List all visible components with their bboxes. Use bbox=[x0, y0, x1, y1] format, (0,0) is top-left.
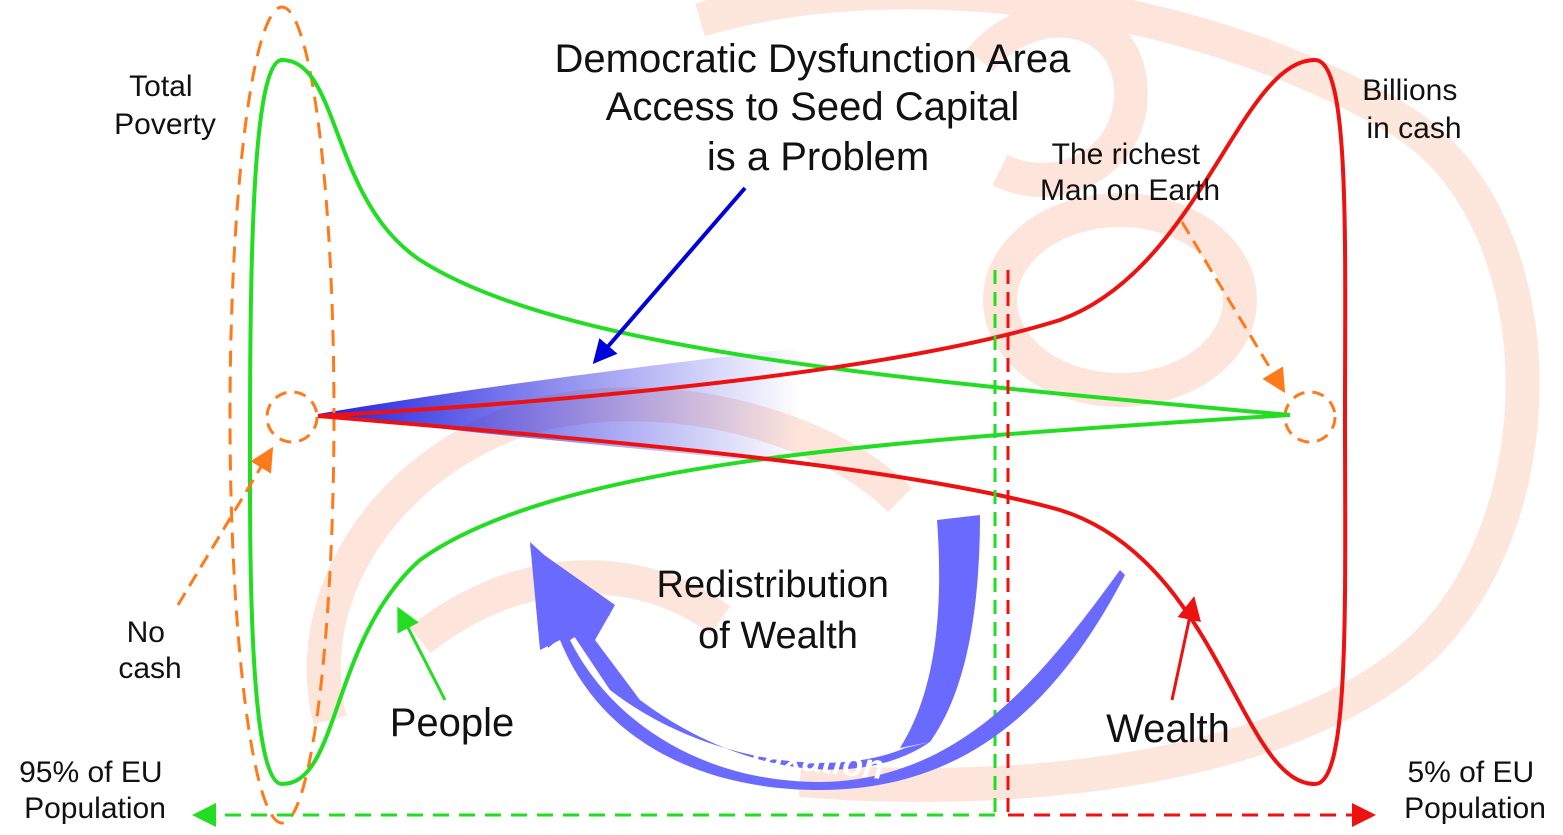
people-label: People bbox=[390, 701, 515, 745]
people-curve bbox=[248, 57, 1291, 787]
left-population-label: 95% of EU Population bbox=[19, 756, 171, 825]
no-cash-pointer bbox=[176, 446, 274, 606]
richest-man-circle bbox=[1283, 390, 1337, 444]
dysfunction-pointer-arrow bbox=[592, 186, 747, 365]
redistribution-band bbox=[900, 515, 980, 748]
right-population-label: 5% of EU Population bbox=[1404, 756, 1546, 825]
people-pointer bbox=[397, 606, 447, 701]
wealth-label: Wealth bbox=[1106, 707, 1230, 751]
diagram-title: Democratic Dysfunction Area Access to Se… bbox=[555, 37, 1082, 179]
billions-in-cash-label: Billions in cash bbox=[1362, 74, 1465, 145]
redistribution-label: Redistribution of Wealth bbox=[657, 564, 900, 657]
title-line-2: Access to Seed Capital bbox=[606, 85, 1020, 129]
wealth-pointer bbox=[1170, 596, 1201, 701]
no-cash-label: No cash bbox=[118, 616, 181, 685]
title-line-1: Democratic Dysfunction Area bbox=[555, 37, 1072, 81]
wealth-curve bbox=[317, 57, 1348, 787]
richest-man-label: The richest Man on Earth bbox=[1040, 138, 1220, 207]
title-line-3: is a Problem bbox=[707, 135, 929, 179]
total-poverty-label: Total Poverty bbox=[114, 70, 216, 141]
dysfunction-gap-area bbox=[318, 345, 820, 470]
no-cash-circle bbox=[265, 390, 319, 444]
richest-man-pointer bbox=[1180, 221, 1286, 394]
